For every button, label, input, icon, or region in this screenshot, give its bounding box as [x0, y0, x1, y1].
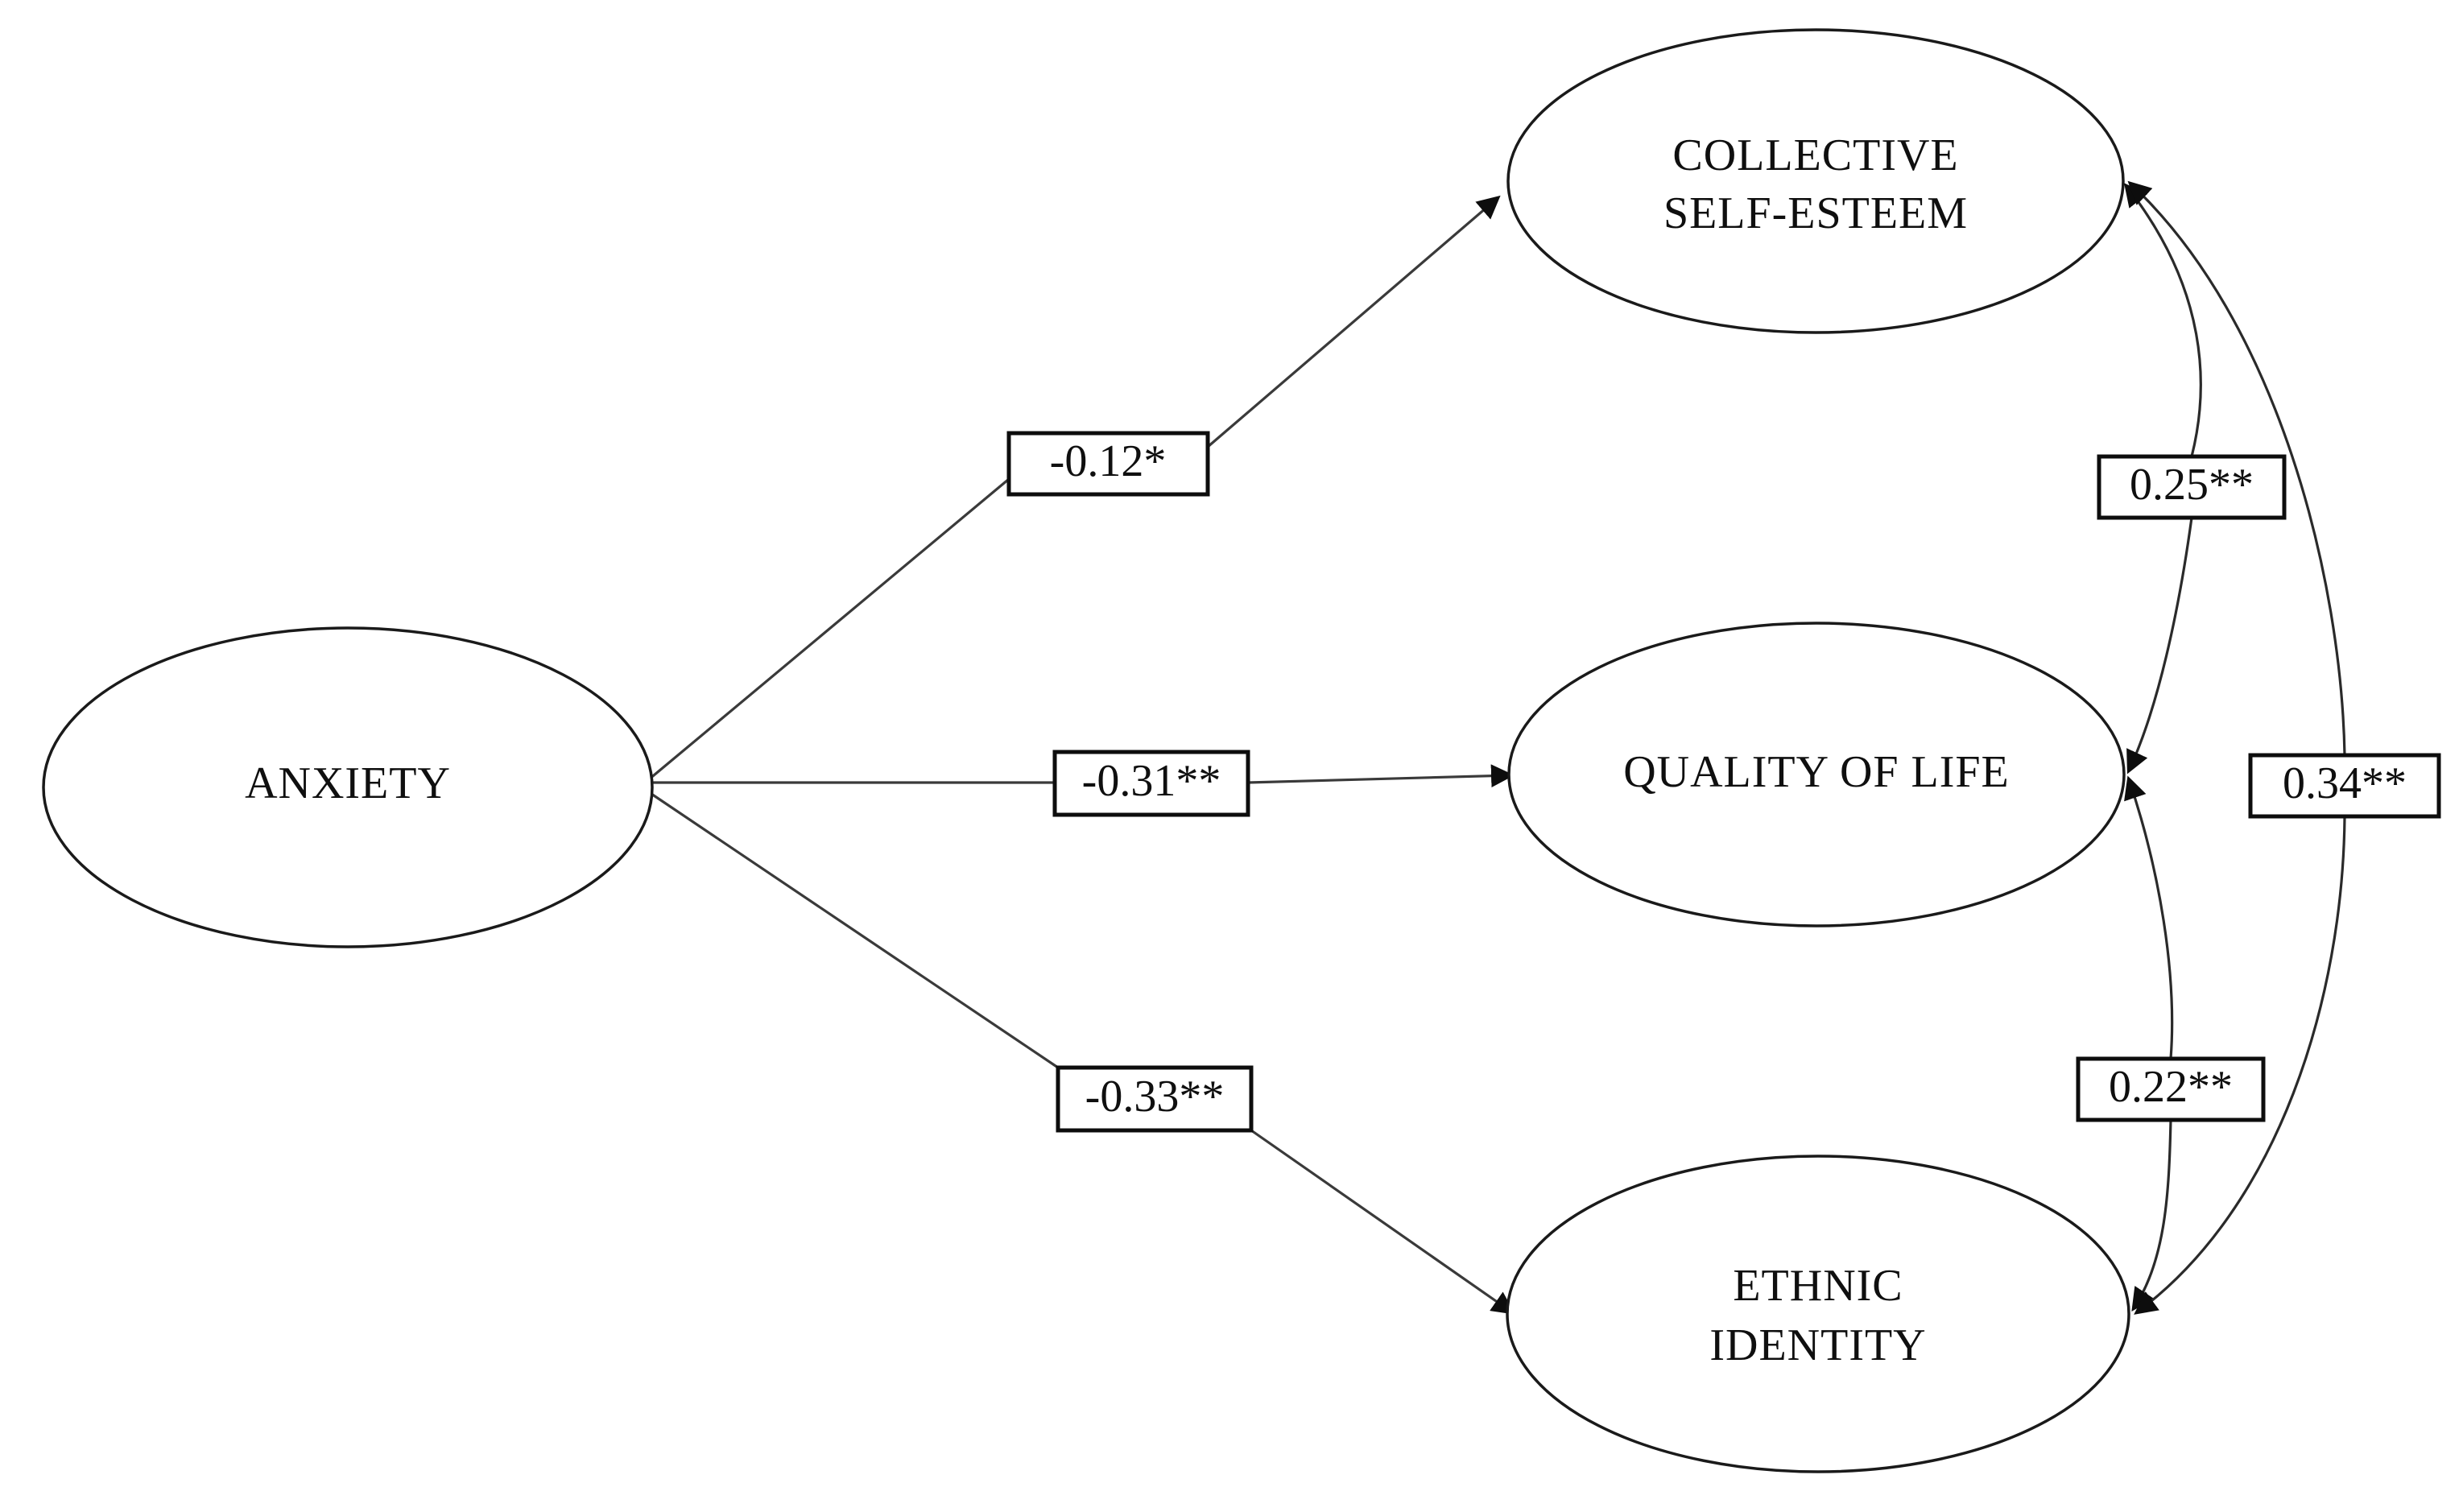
- coefficient-box-rect-031[interactable]: [1052, 750, 1250, 817]
- quality-of-life-ellipse[interactable]: [1507, 622, 2126, 927]
- node-anxiety[interactable]: ANXIETY: [42, 626, 654, 948]
- edge-anxiety-to-quality-of-life: [649, 764, 1515, 788]
- edge-cse-to-ei-correlation: [2127, 180, 2346, 1315]
- edge-cse-to-qol-correlation: [2124, 183, 2202, 775]
- node-collective-self-esteem[interactable]: COLLECTIVE SELF-ESTEEM: [1506, 28, 2125, 334]
- coefficient-box-anxiety-qol[interactable]: -0.31**: [1052, 750, 1250, 817]
- edge-qol-to-ei-correlation: [2124, 775, 2174, 1312]
- edge-line-anxiety-qol-right: [1247, 764, 1515, 788]
- edge-curve-cse-ei-upper: [2127, 180, 2346, 756]
- coefficient-label-025: 0.25**: [2130, 460, 2254, 510]
- coefficient-box-rect-033[interactable]: [1056, 1065, 1254, 1133]
- edge-anxiety-to-collective-self-esteem: [647, 195, 1501, 781]
- ethnic-identity-label-line1: ETHNIC: [1733, 1261, 1903, 1311]
- coefficient-box-anxiety-ei[interactable]: -0.33**: [1056, 1065, 1254, 1133]
- coefficient-box-rect-034[interactable]: [2248, 753, 2441, 819]
- edge-curve-cse-qol-upper: [2124, 183, 2202, 457]
- edge-line-anxiety-cse-right: [1206, 195, 1501, 448]
- anxiety-ellipse[interactable]: [42, 626, 654, 948]
- edge-anxiety-to-ethnic-identity: [648, 791, 1515, 1315]
- collective-self-esteem-label-line2: SELF-ESTEEM: [1663, 188, 1968, 238]
- edge-curve-cse-ei-lower: [2134, 816, 2346, 1315]
- anxiety-label: ANXIETY: [245, 758, 451, 808]
- edge-line-anxiety-ei-left: [648, 791, 1059, 1069]
- edge-curve-qol-ei-upper: [2124, 775, 2174, 1060]
- node-ethnic-identity[interactable]: ETHNIC IDENTITY: [1506, 1155, 2130, 1473]
- coefficient-box-rect-012[interactable]: [1006, 431, 1210, 497]
- edge-curve-cse-qol-lower: [2126, 517, 2193, 775]
- coefficient-label-033: -0.33**: [1085, 1072, 1225, 1122]
- node-quality-of-life[interactable]: QUALITY OF LIFE: [1507, 622, 2126, 927]
- edge-curve-qol-ei-lower: [2131, 1119, 2172, 1312]
- coefficient-box-rect-025[interactable]: [2097, 454, 2287, 520]
- collective-self-esteem-label-line1: COLLECTIVE: [1672, 130, 1958, 180]
- coefficient-label-034: 0.34**: [2283, 758, 2407, 808]
- ethnic-identity-label-line2: IDENTITY: [1709, 1320, 1926, 1370]
- edge-line-anxiety-cse-left: [647, 477, 1010, 781]
- edge-line-anxiety-ei-right: [1250, 1129, 1515, 1315]
- coefficient-box-cse-ei[interactable]: 0.34**: [2248, 753, 2441, 819]
- coefficient-box-qol-ei[interactable]: 0.22**: [2076, 1056, 2266, 1122]
- coefficient-box-rect-022[interactable]: [2076, 1056, 2266, 1122]
- ethnic-identity-ellipse[interactable]: [1506, 1155, 2130, 1473]
- quality-of-life-label: QUALITY OF LIFE: [1623, 747, 2010, 797]
- coefficient-box-anxiety-cse[interactable]: -0.12*: [1006, 431, 1210, 497]
- coefficient-label-022: 0.22**: [2109, 1062, 2233, 1112]
- collective-self-esteem-ellipse[interactable]: [1506, 28, 2125, 334]
- coefficient-label-012: -0.12*: [1050, 436, 1167, 486]
- coefficient-box-cse-qol[interactable]: 0.25**: [2097, 454, 2287, 520]
- coefficient-label-031: -0.31**: [1082, 756, 1221, 806]
